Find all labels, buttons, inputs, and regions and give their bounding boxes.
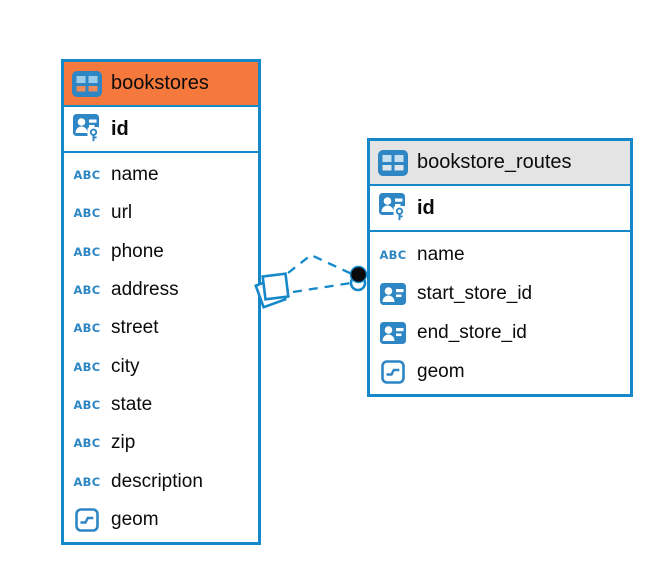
relation-dot-marker: [349, 265, 368, 292]
primary-key-icon: [378, 193, 408, 223]
primary-key-icon: [72, 114, 102, 144]
column-name: state: [111, 393, 153, 415]
column-name: start_store_id: [417, 282, 533, 304]
column-row[interactable]: ABC street: [64, 309, 258, 348]
table-icon: [72, 70, 102, 97]
table-title: bookstore_routes: [417, 151, 572, 173]
entity-table-bookstore-routes[interactable]: bookstore_routes id ABC: [367, 138, 633, 397]
column-name: geom: [417, 360, 465, 382]
column-name: url: [111, 202, 133, 224]
column-name: street: [111, 317, 159, 339]
column-list: ABC name ABC url ABC phone ABC address A…: [64, 153, 258, 542]
column-list: ABC name start_store_id: [370, 232, 630, 394]
text-type-icon: ABC: [73, 168, 101, 183]
column-row[interactable]: ABC name: [370, 235, 630, 274]
text-type-icon: ABC: [73, 206, 101, 221]
text-type-icon: ABC: [73, 321, 101, 336]
column-name: address: [111, 279, 179, 301]
table-icon: [378, 149, 408, 176]
text-type-icon: ABC: [73, 474, 101, 489]
column-row[interactable]: ABC city: [64, 347, 258, 386]
relation-line-upper: [287, 253, 355, 277]
geometry-type-icon: [72, 508, 102, 532]
text-type-icon: ABC: [379, 247, 407, 262]
column-row[interactable]: ABC url: [64, 194, 258, 233]
text-type-icon: ABC: [73, 283, 101, 298]
column-row[interactable]: ABC phone: [64, 232, 258, 271]
column-name: name: [111, 164, 159, 186]
column-name: name: [417, 243, 465, 265]
column-name: id: [417, 196, 435, 219]
table-header[interactable]: bookstores: [64, 62, 258, 107]
text-type-icon: ABC: [73, 359, 101, 374]
column-row-pk[interactable]: id: [64, 107, 258, 153]
column-name: phone: [111, 240, 164, 262]
column-row[interactable]: ABC name: [64, 156, 258, 195]
column-row[interactable]: ABC state: [64, 385, 258, 425]
text-type-icon: ABC: [73, 436, 101, 451]
column-row-pk[interactable]: id: [370, 186, 630, 232]
column-name: end_store_id: [417, 321, 527, 343]
column-row[interactable]: geom: [64, 500, 258, 539]
column-name: description: [111, 470, 203, 492]
column-row[interactable]: ABC address: [64, 270, 258, 310]
column-row[interactable]: geom: [370, 352, 630, 391]
column-name: geom: [111, 508, 159, 530]
foreign-key-icon: [378, 282, 408, 305]
relation-line-lower: [292, 281, 352, 294]
column-row[interactable]: start_store_id: [370, 274, 630, 313]
column-row[interactable]: ABC description: [64, 462, 258, 501]
entity-table-bookstores[interactable]: bookstores id ABC: [61, 59, 261, 545]
foreign-key-icon: [378, 321, 408, 344]
column-name: id: [111, 117, 129, 140]
table-title: bookstores: [111, 72, 209, 94]
column-row[interactable]: ABC zip: [64, 424, 258, 463]
column-name: city: [111, 355, 140, 377]
geometry-type-icon: [378, 359, 408, 384]
column-name: zip: [111, 432, 136, 454]
column-row[interactable]: end_store_id: [370, 313, 630, 352]
text-type-icon: ABC: [73, 244, 101, 259]
text-type-icon: ABC: [73, 397, 101, 412]
table-header[interactable]: bookstore_routes: [370, 141, 630, 186]
